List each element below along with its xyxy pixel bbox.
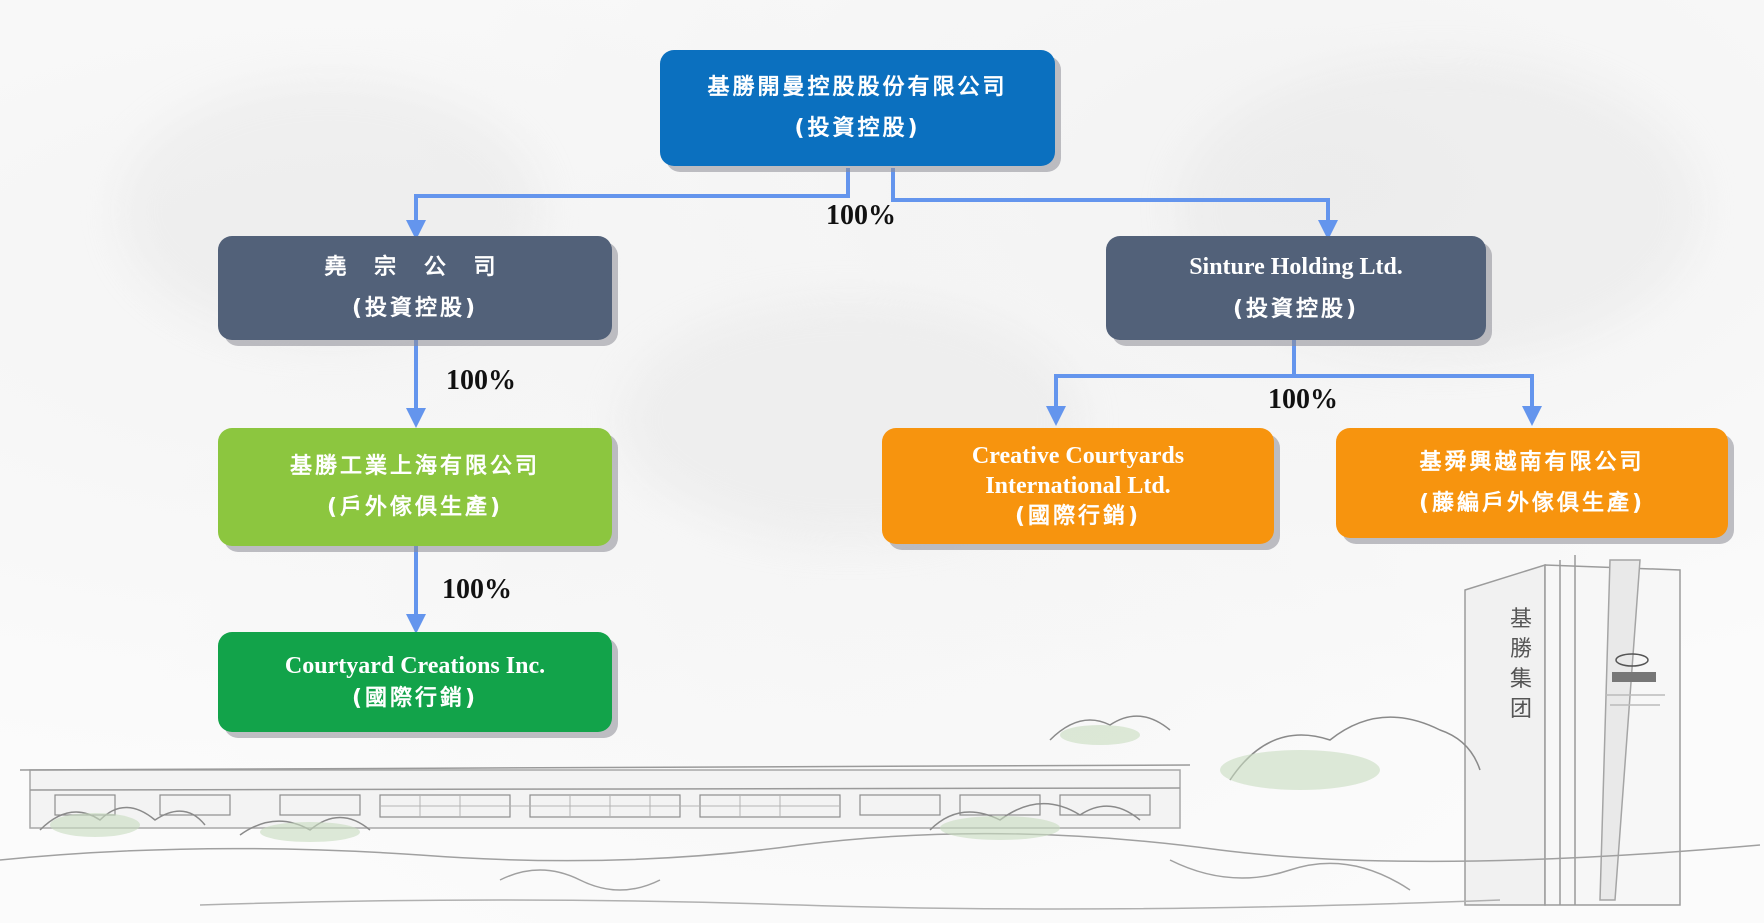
node-sinture: Sinture Holding Ltd. (投資控股) (1106, 236, 1486, 340)
connector-root-sinture (891, 168, 1338, 240)
node-courtyard-name: Courtyard Creations Inc. (284, 653, 546, 680)
connector-sinture-vietnam (1294, 374, 1542, 426)
node-root: 基勝開曼控股股份有限公司 (投資控股) (660, 50, 1055, 166)
node-shanghai-name: 基勝工業上海有限公司 (289, 453, 540, 479)
ownership-label-courtyard: 100% (442, 574, 512, 605)
node-sinture-name: Sinture Holding Ltd. (1189, 254, 1403, 281)
node-yaozong-name: 堯 宗 公 司 (324, 254, 506, 280)
node-creative-name-2: International Ltd. (985, 473, 1171, 500)
ownership-label-root: 100% (826, 200, 896, 231)
node-yaozong: 堯 宗 公 司 (投資控股) (218, 236, 612, 340)
node-vietnam: 基舜興越南有限公司 (藤編戶外傢俱生產) (1336, 428, 1728, 538)
connector-root-yaozong (406, 168, 850, 240)
node-vietnam-name: 基舜興越南有限公司 (1419, 449, 1645, 475)
connector-sinture-creative (1046, 340, 1296, 426)
node-root-role: (投資控股) (794, 116, 921, 141)
ownership-label-shanghai: 100% (446, 365, 516, 396)
tower-signage: 基 勝 集 团 (1510, 607, 1533, 722)
node-creative: Creative Courtyards International Ltd. (… (882, 428, 1274, 544)
node-shanghai: 基勝工業上海有限公司 (戶外傢俱生產) (218, 428, 612, 546)
node-root-name: 基勝開曼控股股份有限公司 (707, 74, 1008, 100)
node-creative-name: Creative Courtyards (971, 443, 1185, 470)
node-shanghai-role: (戶外傢俱生產) (326, 495, 504, 520)
ownership-label-sinture: 100% (1268, 384, 1338, 415)
node-yaozong-role: (投資控股) (351, 296, 479, 321)
node-sinture-role: (投資控股) (1232, 297, 1360, 323)
node-courtyard: Courtyard Creations Inc. (國際行銷) (218, 632, 612, 732)
node-creative-role: (國際行銷) (1014, 504, 1142, 530)
node-courtyard-role: (國際行銷) (351, 686, 479, 712)
node-vietnam-role: (藤編戶外傢俱生產) (1418, 491, 1646, 516)
